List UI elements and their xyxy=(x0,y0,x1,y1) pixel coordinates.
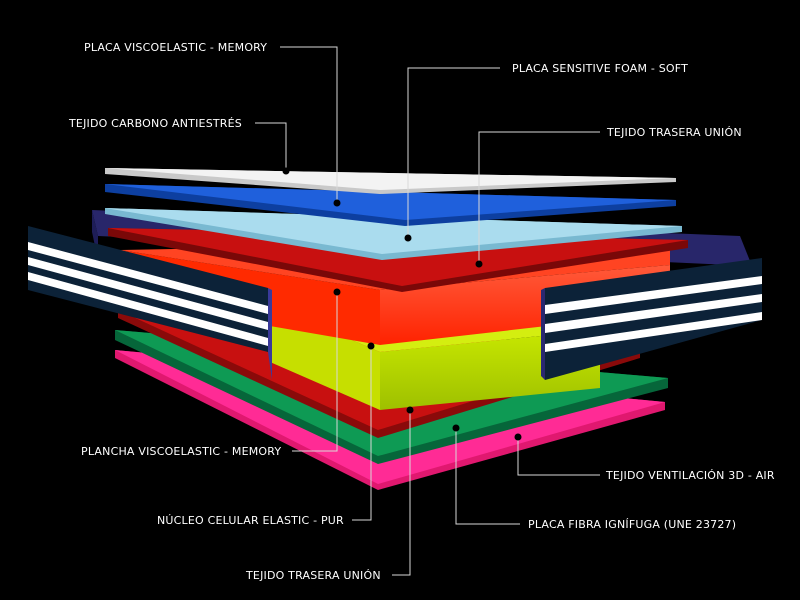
label-tejido-carbono: TEJIDO CARBONO ANTIESTRÉS xyxy=(68,117,242,130)
leader-lines xyxy=(255,46,600,576)
label-nucleo-celular: NÚCLEO CELULAR ELASTIC - PUR xyxy=(157,514,344,527)
label-placa-visco-memory: PLACA VISCOELASTIC - MEMORY xyxy=(84,41,267,54)
light-blue-layer xyxy=(105,208,682,260)
blue-layer xyxy=(105,184,676,226)
label-placa-fibra: PLACA FIBRA IGNÍFUGA (UNE 23727) xyxy=(528,518,736,531)
label-tejido-trasera-union-bottom: TEJIDO TRASERA UNIÓN xyxy=(245,569,381,582)
label-tejido-trasera-union-top: TEJIDO TRASERA UNIÓN xyxy=(606,126,742,139)
left-side-panel xyxy=(28,226,272,380)
white-layer xyxy=(105,168,676,194)
label-tejido-ventilacion: TEJIDO VENTILACIÓN 3D - AIR xyxy=(605,469,775,482)
label-placa-sensitive-foam: PLACA SENSITIVE FOAM - SOFT xyxy=(512,62,688,75)
label-plancha-visco-memory: PLANCHA VISCOELASTIC - MEMORY xyxy=(81,445,281,458)
leader-dots xyxy=(282,167,522,441)
right-side-panel xyxy=(541,258,762,380)
